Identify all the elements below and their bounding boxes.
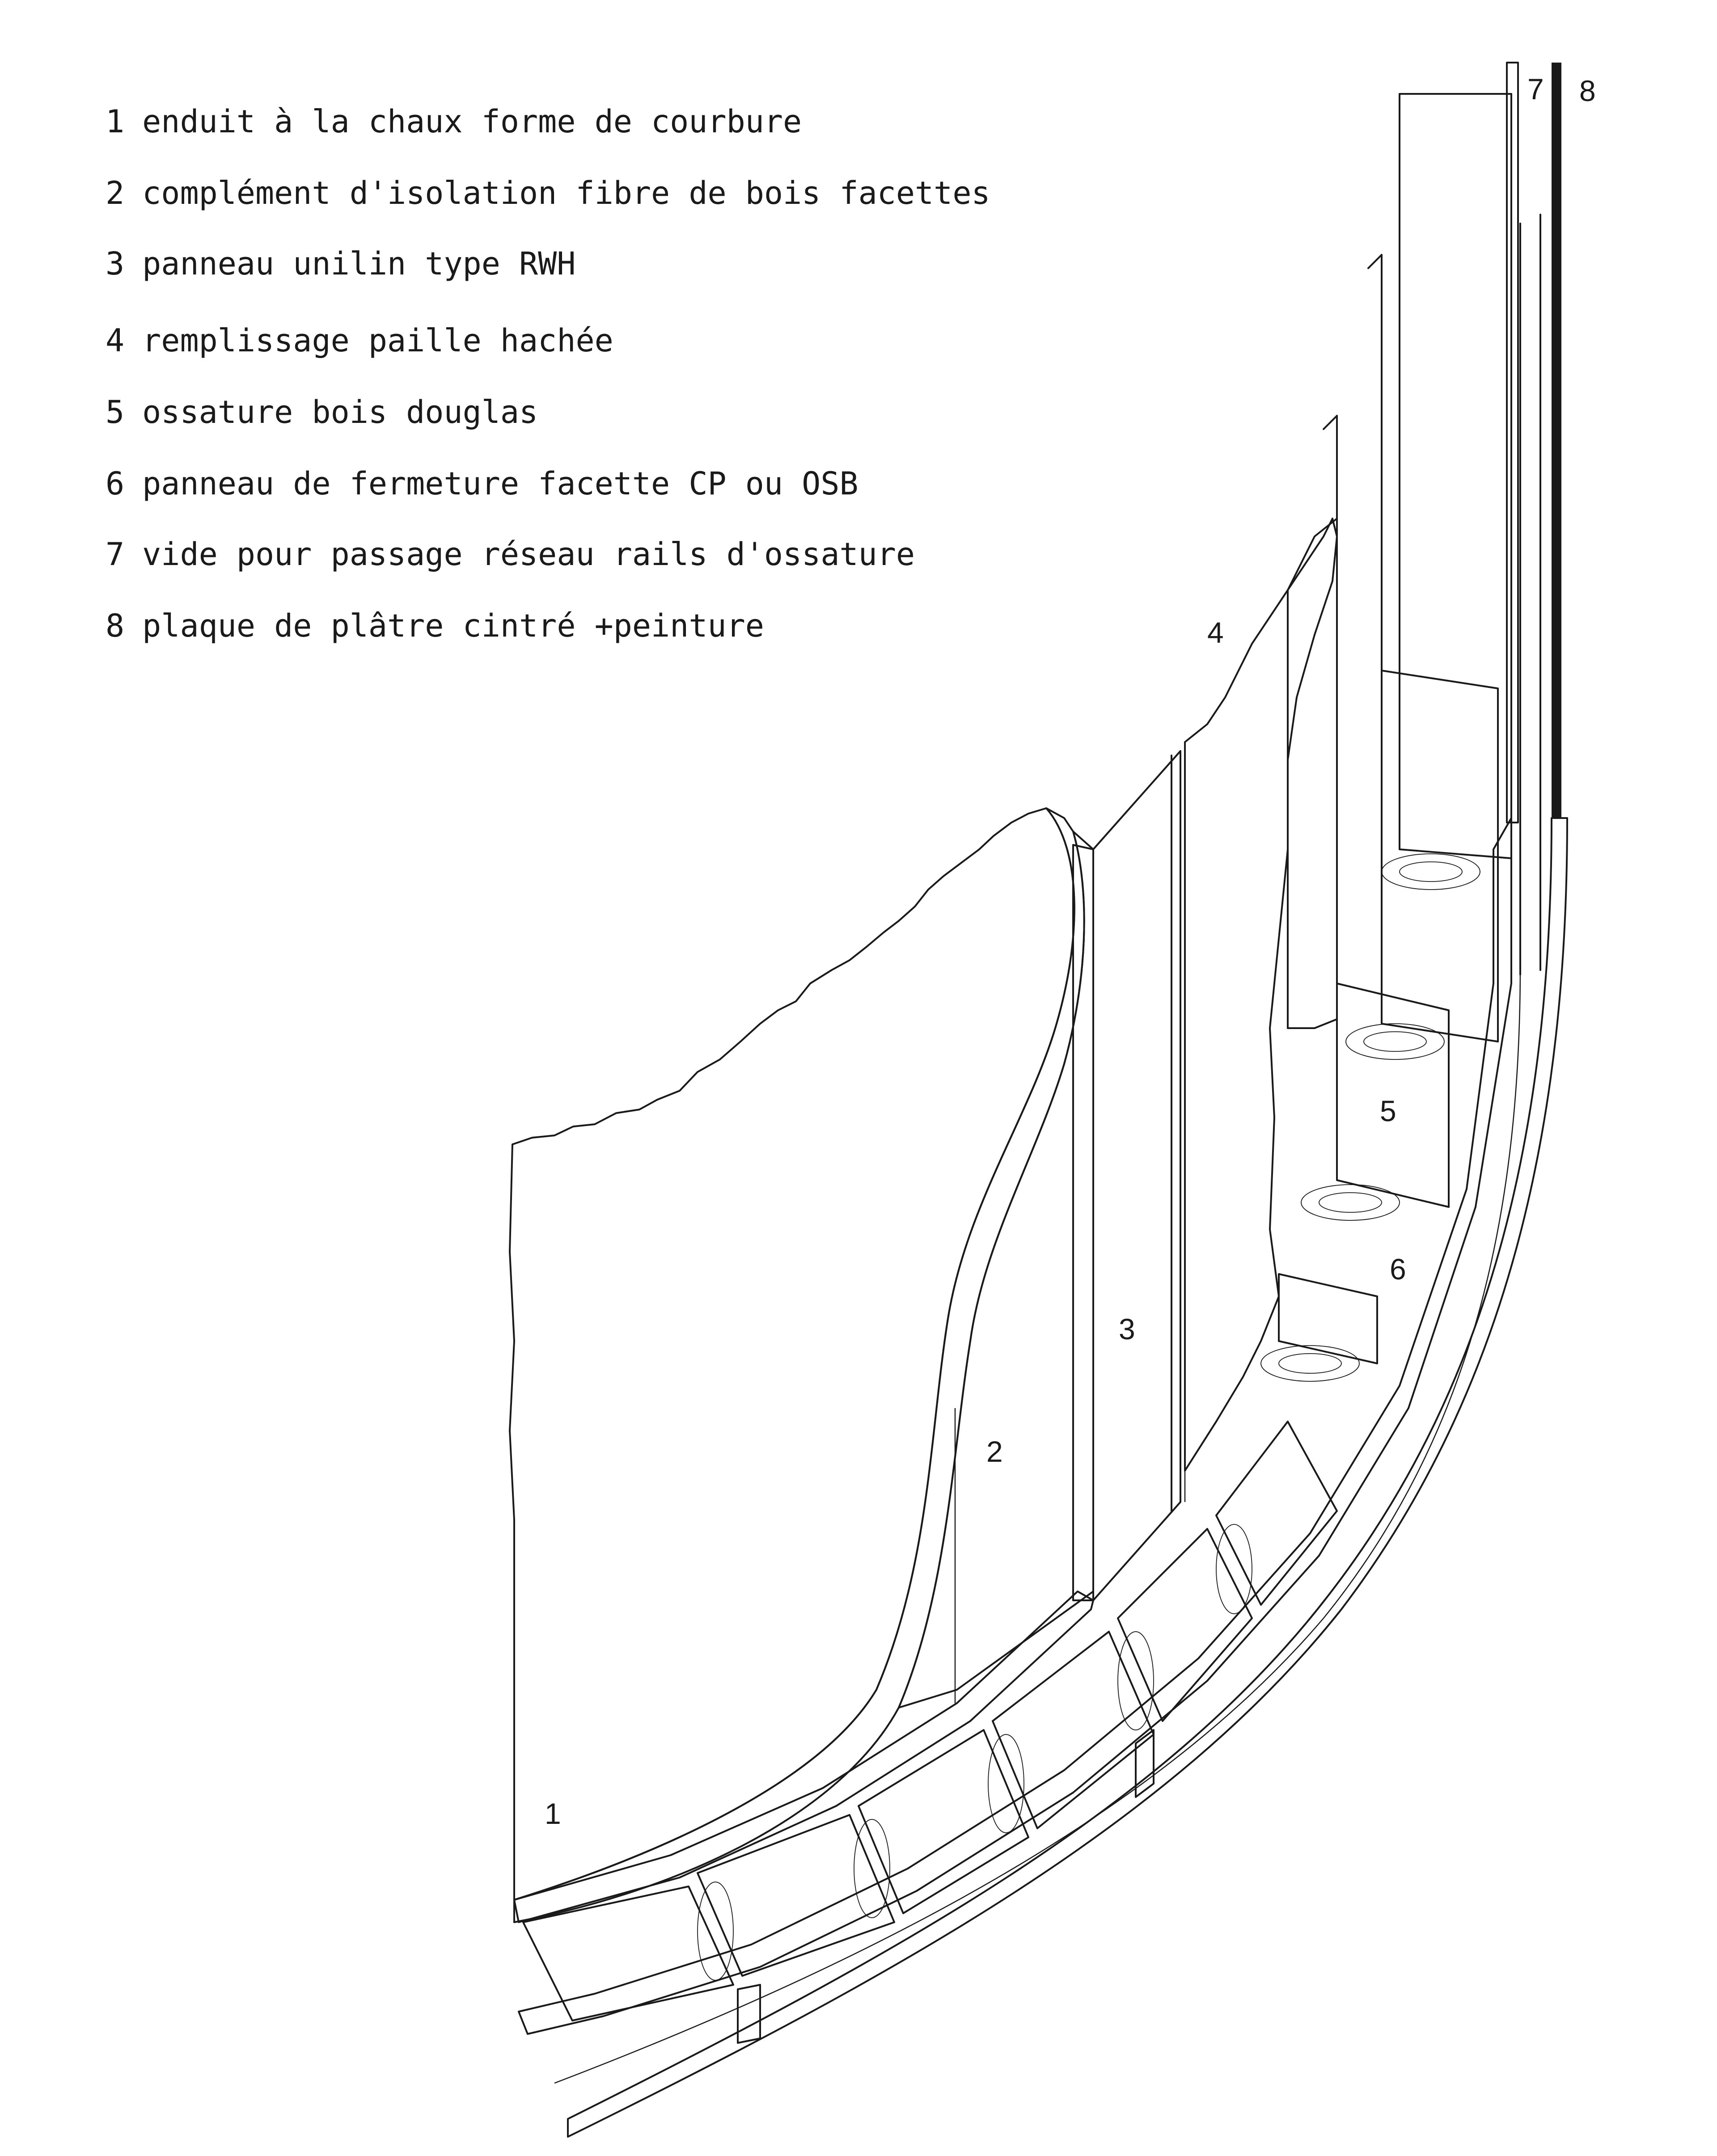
plasterboard-curve — [567, 817, 1568, 2138]
callout-3: 3 — [1119, 1312, 1135, 1346]
callout-4: 4 — [1207, 616, 1224, 649]
straw-fill-back — [1287, 518, 1338, 1029]
unilin-panel — [1092, 750, 1181, 1601]
callouts: 1 2 3 4 5 6 7 8 — [545, 72, 1596, 1830]
callout-6: 6 — [1390, 1253, 1406, 1286]
callout-5: 5 — [1380, 1094, 1396, 1127]
callout-1: 1 — [545, 1797, 561, 1830]
lime-render-layer — [509, 807, 1075, 1901]
callout-7: 7 — [1527, 72, 1544, 105]
service-void — [1506, 62, 1519, 823]
lime-render-edge — [513, 807, 1085, 1923]
plasterboard-edge — [1552, 63, 1561, 818]
callout-2: 2 — [986, 1435, 1003, 1468]
closing-panel — [518, 817, 1512, 2035]
unilin-panel-base — [513, 1591, 1094, 1923]
lower-stud-blocks — [522, 1421, 1338, 2044]
wood-fibre-insulation — [898, 831, 1094, 1709]
straw-fill — [1184, 518, 1338, 1472]
callout-8: 8 — [1579, 74, 1596, 107]
timber-studs — [1260, 93, 1512, 1382]
inner-lining-curve — [554, 965, 1521, 2084]
wall-drawing — [509, 62, 1568, 2138]
